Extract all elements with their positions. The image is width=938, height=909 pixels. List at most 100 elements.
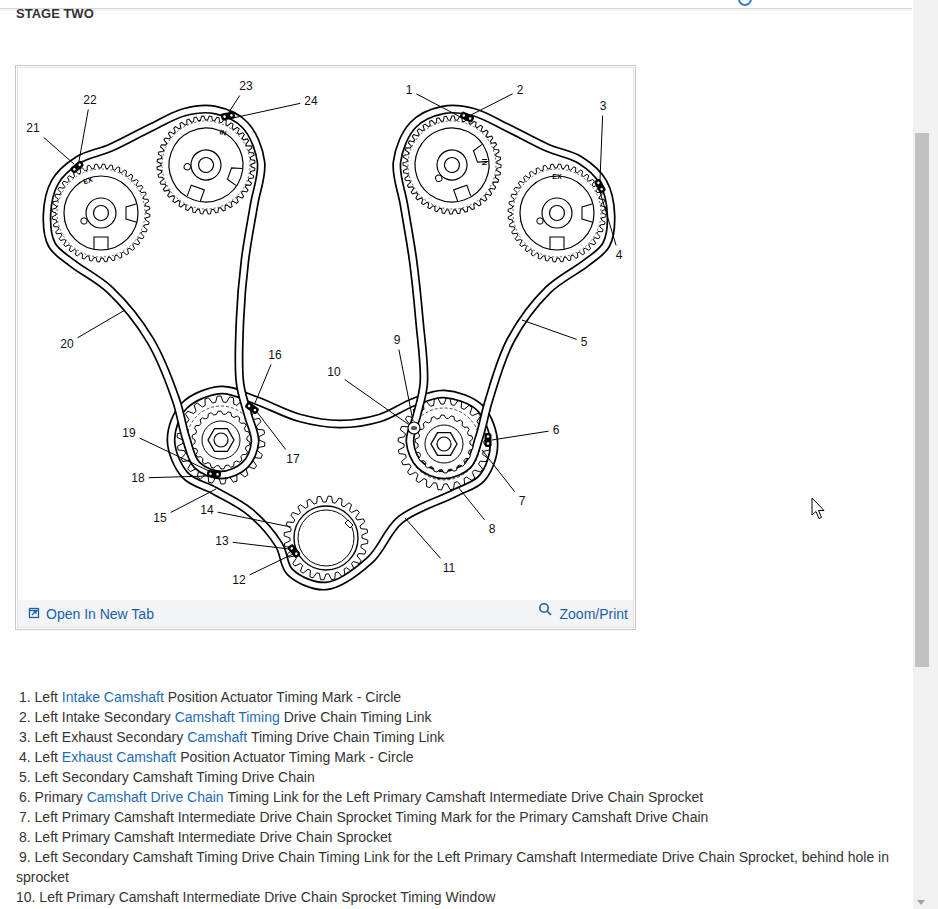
bolt-washer [437,437,451,451]
cam-bolt [94,206,109,221]
list-text: 3. Left Exhaust Secondary [19,729,183,745]
leader-line [345,380,408,424]
dowel-hole [81,218,87,224]
leader-line [522,320,577,339]
actuator-notch [187,185,204,201]
link-pin [78,163,82,167]
figure-toolbar [18,600,633,627]
list-item: 1. LeftIntake CamshaftPosition Actuator … [16,687,900,707]
callout-number: 21 [25,122,40,135]
link-pin [468,117,471,120]
list-item: 10. Left Primary Camshaft Intermediate D… [16,887,900,907]
leader-line [79,110,88,162]
list-text: 4. Left [19,749,58,765]
cam-hub [187,146,225,184]
list-item: 4. LeftExhaust CamshaftPosition Actuator… [16,747,900,767]
leader-lines [44,94,616,575]
link-pin [290,546,294,550]
toolbar-link: Open In New Tab [46,606,154,623]
callout-number: 11 [442,562,456,575]
leader-line [492,431,549,440]
leader-line [600,192,616,246]
header-edge [0,8,912,9]
link-pin [294,552,298,556]
link-plate [594,178,607,194]
cam-sprocket [52,164,150,262]
chain-core [397,109,611,475]
chain-outline [171,390,494,586]
open-tab-icon [30,609,39,618]
chain-seat [57,169,145,257]
actuator-notch [226,165,242,185]
list-text: 9. Left Secondary Camshaft Timing Drive … [16,849,889,885]
list-item: 5. Left Secondary Camshaft Timing Drive … [16,767,900,787]
cam-hub [433,146,471,184]
callout-number: 24 [303,95,318,108]
bolt-washer [214,433,228,447]
glossary-link: Exhaust Camshaft [62,749,176,765]
figure-card [16,66,636,630]
leader-line [218,512,291,527]
callout-number: 16 [267,349,282,362]
leader-line [229,96,240,113]
list-text: 1. Left [19,689,58,705]
sprocket-teeth [52,164,150,262]
leader-line [255,365,271,404]
callout-number: 23 [238,80,253,93]
list-item: 2. Left Intake SecondaryCamshaft TimingD… [16,707,900,727]
list-item: 9. Left Secondary Camshaft Timing Drive … [16,847,900,887]
link-pin [216,473,219,476]
callout-number: 2 [516,84,525,97]
scrollbar-thumb [915,133,929,667]
window-hole [408,422,420,434]
list-text: 6. Primary [19,789,83,805]
link-pin [247,404,251,408]
cam-bolt [550,206,565,221]
list-text: Position Actuator Timing Mark - Circle [168,689,401,705]
icon-arrow [32,611,36,615]
timing-chain [171,390,494,586]
sprocket-marking: EX [82,176,94,187]
dowel-hole [183,163,191,171]
link-pin [462,114,465,117]
glossary-link: Intake Camshaft [62,689,164,705]
leader-line [44,137,74,164]
icon-handle [547,611,551,615]
callout-number: 4 [615,249,624,262]
chain-outline [47,109,261,475]
link-pin [487,435,490,438]
timing-chain [397,109,611,475]
leader-line [399,350,413,422]
leader-line [149,476,209,478]
callout-number: 7 [518,495,527,508]
timing-link [459,111,475,123]
chain-core [47,109,261,475]
sprocket-marking: EX [552,173,561,181]
callout-number: 14 [199,504,214,517]
sprocket-hub [415,415,473,473]
callout-number: 5 [580,336,589,349]
list-text: 10. Left Primary Camshaft Intermediate D… [16,889,495,905]
list-text: Position Actuator Timing Mark - Circle [180,749,413,765]
leader-line [458,487,485,520]
inner-sprocket [415,415,473,473]
cam-actuator [159,118,254,213]
list-text: Timing Link for the Left Primary Camshaf… [228,789,704,805]
callout-number: 19 [121,427,136,440]
link-plate [459,111,475,123]
link-pin [487,442,490,445]
callout-number: 20 [59,338,74,351]
window-link [411,426,417,430]
leader-line [233,542,289,549]
link-pin [597,181,601,185]
page-heading: STAGE TWO [16,6,94,22]
chain-outline [397,109,611,475]
callout-number: 1 [405,84,414,97]
dowel-hole [537,218,543,224]
link-pin [209,472,212,475]
dowel-hole [435,174,443,182]
link-pin [253,408,257,412]
link-pin [230,114,233,117]
